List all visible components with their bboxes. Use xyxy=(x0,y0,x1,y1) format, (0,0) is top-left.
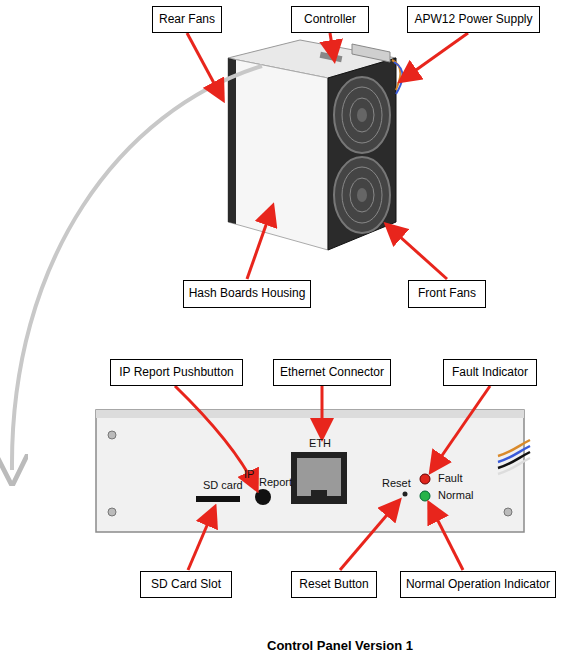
callout-text: Rear Fans xyxy=(159,13,215,27)
control-panel xyxy=(96,410,530,532)
sd-slot xyxy=(196,496,240,502)
ip-button xyxy=(255,489,271,505)
callout-box: Controller xyxy=(291,6,369,33)
ethernet-jack xyxy=(291,452,347,504)
callout-box: SD Card Slot xyxy=(140,571,232,598)
panel-label: IP xyxy=(244,468,254,480)
callout-text: Ethernet Connector xyxy=(280,366,384,380)
callout-text: IP Report Pushbutton xyxy=(119,366,234,380)
callout-box: Front Fans xyxy=(408,280,486,308)
callout-box: APW12 Power Supply xyxy=(407,6,540,33)
callout-box: Rear Fans xyxy=(152,6,222,33)
callout-text: APW12 Power Supply xyxy=(414,13,532,27)
callout-text: Hash Boards Housing xyxy=(189,287,306,301)
callout-box: Fault Indicator xyxy=(443,359,537,386)
callout-text: Front Fans xyxy=(418,287,476,301)
panel-label: SD card xyxy=(203,479,243,491)
callout-box: Ethernet Connector xyxy=(273,359,391,386)
front-fans xyxy=(334,77,390,233)
panel-label: Normal xyxy=(438,489,473,501)
callout-box: Reset Button xyxy=(291,571,377,598)
reset-hole xyxy=(403,492,408,497)
leader-arrows xyxy=(175,33,490,570)
callout-box: Normal Operation Indicator xyxy=(400,571,556,598)
panel-label: Fault xyxy=(438,472,462,484)
normal-led xyxy=(420,491,430,501)
fault-led xyxy=(420,474,430,484)
callout-text: Fault Indicator xyxy=(452,366,528,380)
panel-label: Report xyxy=(259,476,292,488)
miner-body xyxy=(228,40,403,250)
panel-label: Reset xyxy=(382,477,411,489)
callout-box: Hash Boards Housing xyxy=(183,280,311,308)
callout-text: Normal Operation Indicator xyxy=(406,578,550,592)
callout-text: Controller xyxy=(304,13,356,27)
figure-caption: Control Panel Version 1 xyxy=(267,638,413,653)
callout-text: SD Card Slot xyxy=(151,578,221,592)
callout-box: IP Report Pushbutton xyxy=(110,359,243,386)
panel-label: ETH xyxy=(309,437,331,449)
callout-text: Reset Button xyxy=(299,578,368,592)
